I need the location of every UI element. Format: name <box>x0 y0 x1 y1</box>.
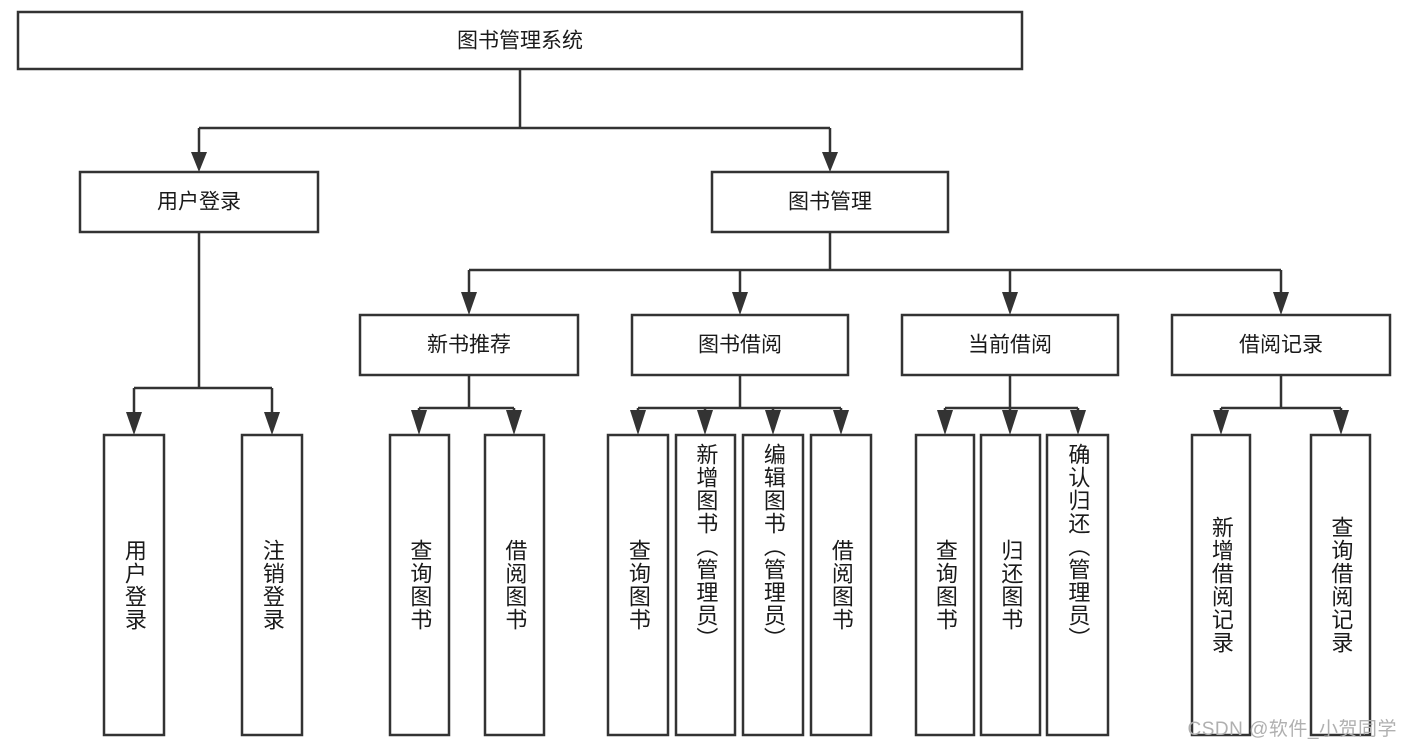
arrowhead-leaf-user-login <box>126 412 142 435</box>
arrowhead-book-manage <box>822 152 838 172</box>
arrowhead-book-borrow <box>732 292 748 315</box>
node-current-borrow-box[interactable] <box>900 313 1120 377</box>
leaf-box-query-book-2[interactable] <box>606 433 670 737</box>
arrowhead-leaf-return-book <box>1002 410 1018 435</box>
arrowhead-leaf-query-book-3 <box>937 410 953 435</box>
arrowhead-leaf-edit-book <box>765 410 781 435</box>
arrowhead-user-login <box>191 152 207 172</box>
leaf-box-query-book-1[interactable] <box>388 433 451 737</box>
arrowhead-leaf-query-book-1 <box>411 410 427 435</box>
leaf-box-confirm-return[interactable] <box>1045 433 1110 737</box>
arrowhead-leaf-add-book <box>697 410 713 435</box>
arrowhead-new-book-recommend <box>461 292 477 315</box>
arrowhead-leaf-add-record <box>1213 410 1229 435</box>
node-book-borrow-box[interactable] <box>630 313 850 377</box>
node-user-login[interactable]: 用户登录 <box>78 170 320 234</box>
node-book-manage-label: 图书管理 <box>788 191 872 214</box>
node-borrow-record-box[interactable] <box>1170 313 1392 377</box>
csdn-watermark: CSDN @软件_小贺同学 <box>1187 719 1397 740</box>
node-borrow-record[interactable]: 借阅记录 <box>1170 313 1392 377</box>
leaf-box-edit-book[interactable] <box>741 433 805 737</box>
connectors-group <box>126 69 1349 435</box>
node-root-box[interactable] <box>16 10 1024 71</box>
arrowhead-borrow-record <box>1273 292 1289 315</box>
leaf-box-add-book[interactable] <box>674 433 737 737</box>
node-new-book-recommend[interactable]: 新书推荐 <box>358 313 580 377</box>
leaf-box-borrow-book-2[interactable] <box>809 433 873 737</box>
leaf-box-logout[interactable] <box>240 433 304 737</box>
arrowhead-leaf-borrow-book-2 <box>833 410 849 435</box>
arrowhead-leaf-confirm-return <box>1070 410 1086 435</box>
node-book-borrow[interactable]: 图书借阅 <box>630 313 850 377</box>
leaf-box-query-book-3[interactable] <box>914 433 976 737</box>
node-user-login-box[interactable] <box>78 170 320 234</box>
arrowhead-current-borrow <box>1002 292 1018 315</box>
node-book-manage-box[interactable] <box>710 170 950 234</box>
node-user-login-label: 用户登录 <box>157 191 241 214</box>
node-current-borrow-label: 当前借阅 <box>968 334 1052 357</box>
leaf-boxes-group <box>102 433 1372 737</box>
leaf-box-user-login[interactable] <box>102 433 166 737</box>
node-new-book-recommend-label: 新书推荐 <box>427 334 511 357</box>
leaf-box-add-record[interactable] <box>1190 433 1252 737</box>
leaf-box-query-record[interactable] <box>1309 433 1372 737</box>
node-root-label: 图书管理系统 <box>457 30 583 53</box>
leaf-box-return-book[interactable] <box>979 433 1042 737</box>
arrowhead-leaf-query-book-2 <box>630 410 646 435</box>
node-new-book-recommend-box[interactable] <box>358 313 580 377</box>
node-root[interactable]: 图书管理系统 <box>16 10 1024 71</box>
node-borrow-record-label: 借阅记录 <box>1239 334 1323 357</box>
arrowhead-leaf-borrow-book-1 <box>506 410 522 435</box>
arrowhead-leaf-logout <box>264 412 280 435</box>
leaf-box-borrow-book-1[interactable] <box>483 433 546 737</box>
arrowhead-leaf-query-record <box>1333 410 1349 435</box>
node-book-manage[interactable]: 图书管理 <box>710 170 950 234</box>
node-current-borrow[interactable]: 当前借阅 <box>900 313 1120 377</box>
node-book-borrow-label: 图书借阅 <box>698 334 782 357</box>
